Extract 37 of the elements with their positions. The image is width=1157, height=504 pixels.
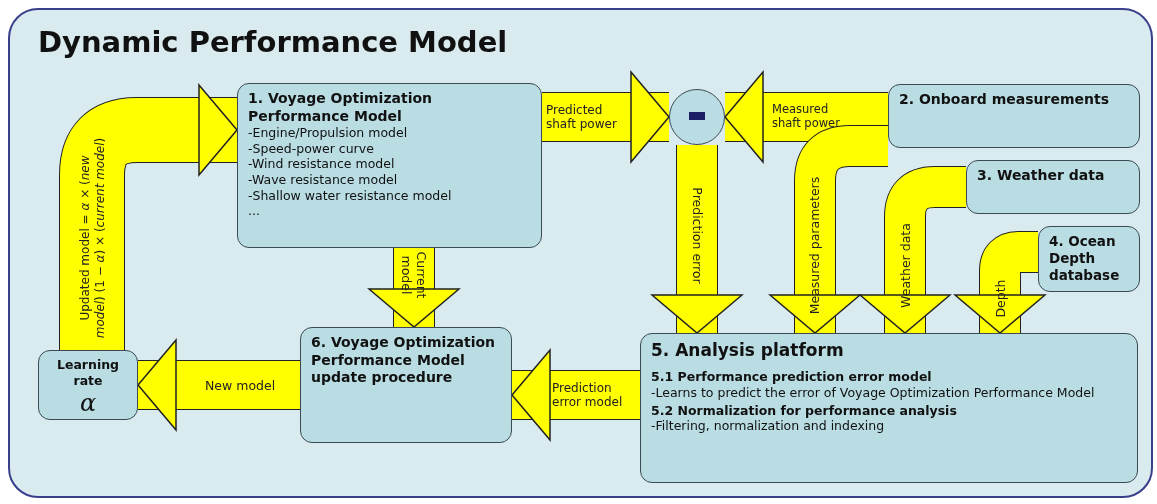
process-box (38, 350, 138, 420)
box-heading: 1. Voyage Optimization Performance Model (248, 90, 434, 125)
box-text: -Engine/Propulsion model (248, 125, 409, 141)
box-text: -Filtering, normalization and indexing (651, 418, 886, 434)
edge-label: Predicted shaft power (546, 102, 618, 132)
box-heading: 6. Voyage Optimization Performance Model update procedure (311, 334, 497, 387)
process-box (640, 333, 1138, 483)
box-heading: 5. Analysis platform (651, 340, 845, 362)
edge-label: Prediction error model (552, 380, 624, 410)
box-text: -Wind resistance model (248, 156, 396, 172)
process-box (888, 84, 1140, 148)
box-text: -Speed-power curve (248, 140, 375, 157)
edge-label: Measured shaft power (772, 103, 841, 131)
edge-label: Prediction error (689, 186, 705, 284)
box-text: -Wave resistance model (248, 171, 399, 188)
box-text: ... (248, 203, 261, 219)
process-box (1038, 226, 1140, 292)
process-box (300, 327, 512, 443)
box-heading: 3. Weather data (977, 167, 1106, 185)
process-box (966, 160, 1140, 214)
box-heading: 2. Onboard measurements (899, 91, 1110, 109)
panel-background (8, 8, 1153, 498)
edge-label: Current model (399, 250, 429, 301)
symbol-label: α (78, 388, 98, 419)
diagram-heading: Dynamic Performance Model (38, 28, 508, 57)
process-box (237, 83, 542, 248)
box-text: -Shallow water resistance model (248, 187, 453, 204)
subtract-circle (669, 89, 725, 145)
box-text: 5.1 Performance prediction error model (651, 369, 933, 385)
box-text: -Learns to predict the error of Voyage Optimization Performance Model (651, 384, 1096, 401)
edge-label: Weather data (897, 222, 913, 308)
edge-label: New model (205, 377, 276, 393)
edge-label: Depth (992, 278, 1008, 318)
box-text: 5.2 Normalization for performance analysis (651, 402, 958, 419)
edge-label: Measured parameters (807, 176, 823, 314)
box-heading: 4. Ocean Depth database (1049, 233, 1121, 284)
box-heading: Learning rate (55, 357, 121, 389)
